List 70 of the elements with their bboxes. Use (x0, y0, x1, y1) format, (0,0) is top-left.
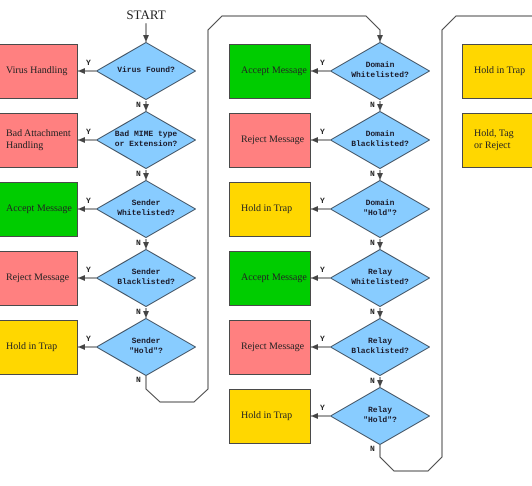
process-box: Hold in Trap (229, 182, 311, 236)
arrow (143, 22, 149, 42)
edge-label: Y (86, 129, 91, 137)
process-box: Hold, Tag or Reject (462, 112, 532, 168)
arrow (377, 376, 383, 388)
edge-label: N (136, 240, 141, 248)
start-label: START (126, 8, 166, 22)
arrow (143, 170, 149, 180)
edge-label: Y (86, 198, 91, 206)
process-box: Accept Message (0, 182, 78, 236)
edge-label: Y (86, 336, 91, 344)
decision-diamond: Virus Found? (96, 42, 196, 100)
edge-label: Y (320, 405, 325, 413)
process-box: Bad Attachment Handling (0, 112, 78, 168)
arrow (310, 344, 330, 350)
edge-label: N (136, 171, 141, 179)
arrow (310, 206, 330, 212)
arrow (310, 137, 330, 143)
edge-label: Y (86, 60, 91, 68)
edge-label: Y (320, 336, 325, 344)
process-box: Reject Message (0, 250, 78, 306)
arrow (310, 275, 330, 281)
process-box: Accept Message (229, 44, 311, 98)
decision-diamond: Sender Blacklisted? (96, 249, 196, 307)
decision-diamond: Sender "Hold"? (96, 318, 196, 376)
arrow (377, 100, 383, 112)
arrow (310, 68, 330, 74)
arrow (146, 16, 383, 402)
edge-label: N (136, 309, 141, 317)
process-box: Accept Message (229, 250, 311, 306)
decision-diamond: Domain "Hold"? (330, 180, 430, 238)
decision-diamond: Sender Whitelisted? (96, 180, 196, 238)
edge-label: N (370, 240, 375, 248)
decision-diamond: Bad MIME type or Extension? (96, 111, 196, 169)
arrow (78, 275, 96, 281)
edge-label: N (136, 377, 141, 385)
edge-label: N (370, 446, 375, 454)
arrow (377, 170, 383, 180)
arrow (143, 308, 149, 318)
arrow (143, 238, 149, 250)
connector-line (380, 16, 532, 472)
edge-label: N (370, 309, 375, 317)
process-box: Reject Message (229, 112, 311, 168)
arrow (78, 344, 96, 350)
edge-label: Y (320, 60, 325, 68)
process-box: Reject Message (229, 320, 311, 374)
edge-label: Y (86, 267, 91, 275)
edge-label: N (136, 102, 141, 110)
edge-label: Y (320, 267, 325, 275)
edge-label: Y (320, 129, 325, 137)
arrow (78, 206, 96, 212)
edge-label: N (370, 171, 375, 179)
process-box: Hold in Trap (229, 388, 311, 444)
edge-label: N (370, 378, 375, 386)
decision-diamond: Domain Whitelisted? (330, 42, 430, 100)
process-box: Hold in Trap (0, 320, 78, 374)
arrow (78, 137, 96, 143)
arrow (377, 308, 383, 318)
decision-diamond: Relay "Hold"? (330, 387, 430, 445)
arrow (377, 238, 383, 250)
arrow (78, 68, 96, 74)
decision-diamond: Relay Blacklisted? (330, 318, 430, 376)
decision-diamond: Relay Whitelisted? (330, 249, 430, 307)
arrow (310, 413, 330, 419)
edge-label: N (370, 102, 375, 110)
process-box: Virus Handling (0, 44, 78, 98)
arrow (143, 100, 149, 112)
decision-diamond: Domain Blacklisted? (330, 111, 430, 169)
process-box: Hold in Trap (462, 44, 532, 98)
edge-label: Y (320, 198, 325, 206)
